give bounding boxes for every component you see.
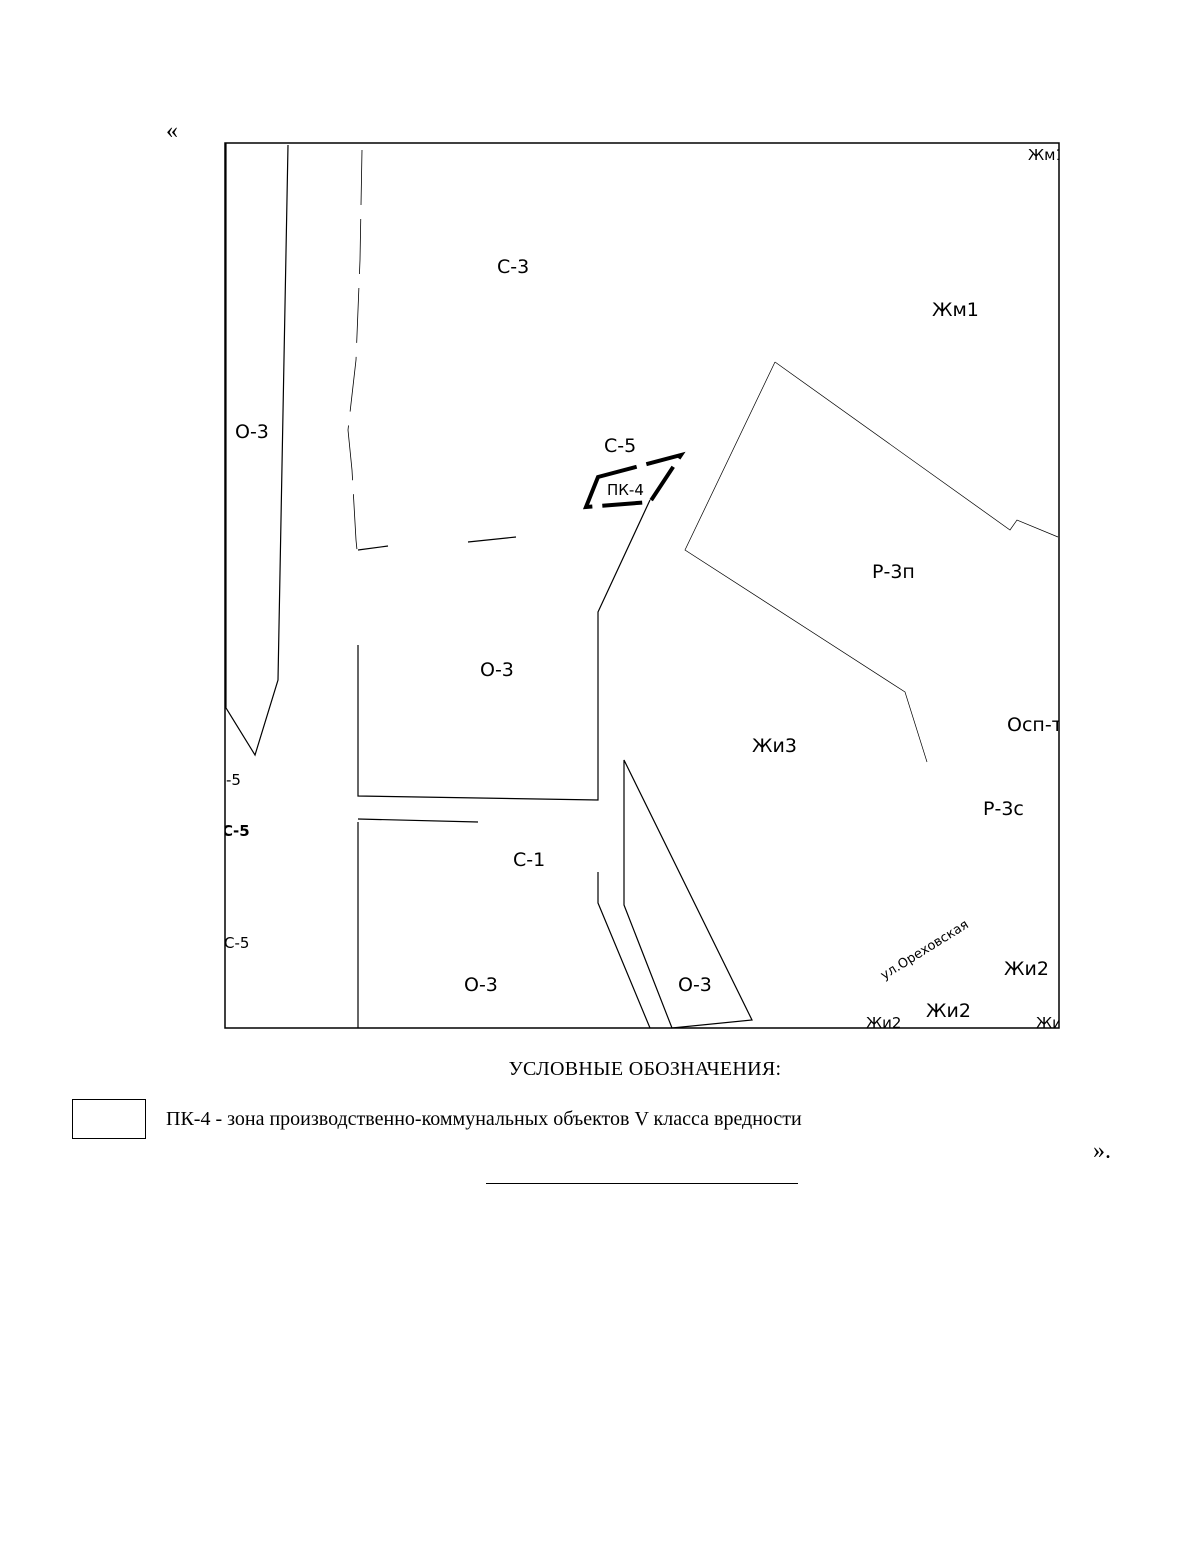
legend-symbol-box — [72, 1099, 146, 1139]
opening-quote: « — [166, 118, 178, 144]
boundary-r3p — [684, 361, 1059, 763]
zone-label-c1: С-1 — [513, 849, 545, 871]
boundary-c3-bottom — [357, 536, 517, 551]
zone-label-zhi2-bottom: Жи2 — [926, 1000, 971, 1022]
zone-label-c5-edge-1: -5 — [226, 771, 241, 789]
divider-line — [486, 1183, 798, 1184]
zone-label-pk4: ПК-4 — [607, 481, 644, 499]
zone-label-o3-bottom-left: О-3 — [464, 974, 498, 996]
zone-label-zhi3: Жи3 — [752, 735, 797, 757]
zone-label-osp-t: Осп-т — [1007, 714, 1063, 736]
boundary-o3-left-strip — [225, 143, 289, 757]
zone-label-o3-mid: О-3 — [480, 659, 514, 681]
map-border — [224, 142, 1060, 1029]
closing-quote: ». — [1093, 1138, 1111, 1164]
zone-label-zhi-edge: Жи — [1036, 1014, 1062, 1032]
boundary-c3-dashed — [347, 149, 363, 561]
zoning-map: Жм1 С-3 Жм1 О-3 С-5 ПК-4 Р-3п О-3 Осп-т … — [222, 142, 1065, 1032]
legend-item-pk4: ПК-4 - зона производственно-коммунальных… — [166, 1108, 802, 1130]
zone-label-c5-edge-2: С-5 — [222, 822, 250, 840]
zone-label-r3p: Р-3п — [872, 561, 915, 583]
zone-label-c3: С-3 — [497, 256, 529, 278]
zone-label-r3s: Р-3с — [983, 798, 1024, 820]
zone-label-c5-edge-3: С-5 — [224, 934, 249, 952]
boundary-c1 — [357, 818, 479, 1028]
zone-boundaries — [225, 143, 1059, 1029]
zone-label-zhm1: Жм1 — [932, 299, 979, 321]
zone-label-o3-bottom-right: О-3 — [678, 974, 712, 996]
pk4-zone-outline — [582, 451, 686, 510]
zone-label-o3-left: О-3 — [235, 421, 269, 443]
boundary-o3-mid — [357, 499, 651, 801]
boundary-road-left — [597, 872, 651, 1029]
zone-label-zhm1-corner: Жм1 — [1028, 146, 1065, 164]
zone-label-zhi2-right: Жи2 — [1004, 958, 1049, 980]
street-label: ул.Ореховская — [878, 917, 971, 983]
zone-label-c5: С-5 — [604, 435, 636, 457]
zone-label-zhi2-bottom-small: Жи2 — [866, 1014, 901, 1032]
legend-title: УСЛОВНЫЕ ОБОЗНАЧЕНИЯ: — [508, 1058, 782, 1080]
